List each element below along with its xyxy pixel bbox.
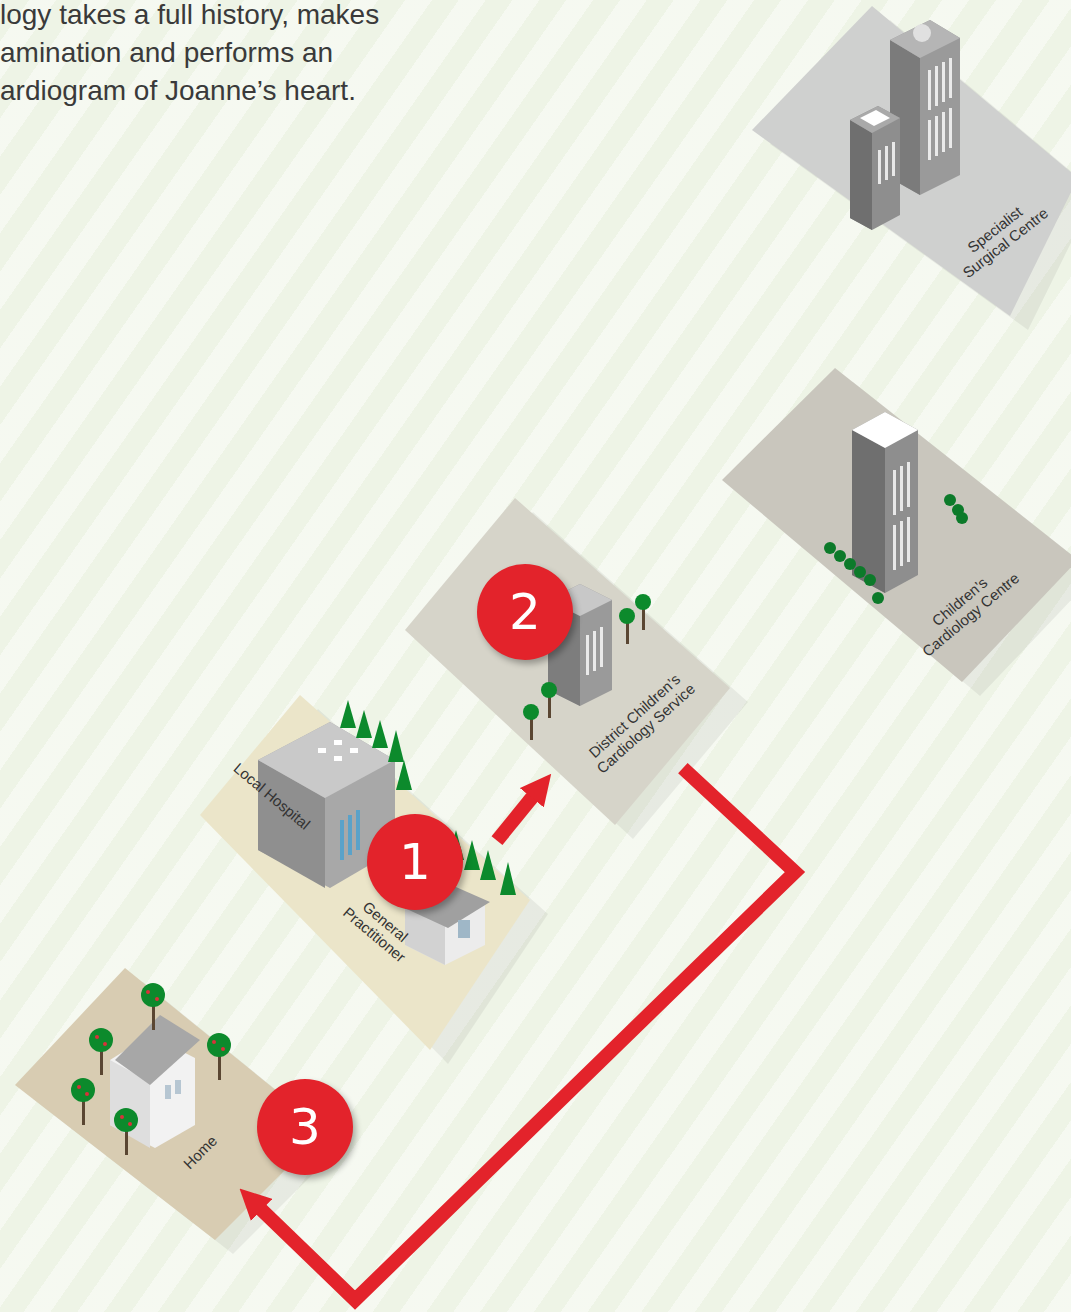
caption-text: logy takes a full history, makes aminati… [0,0,400,110]
journey-route [497,786,542,841]
callout-number: 3 [257,1079,353,1175]
callout-number: 1 [367,814,463,910]
callout-number: 2 [477,564,573,660]
